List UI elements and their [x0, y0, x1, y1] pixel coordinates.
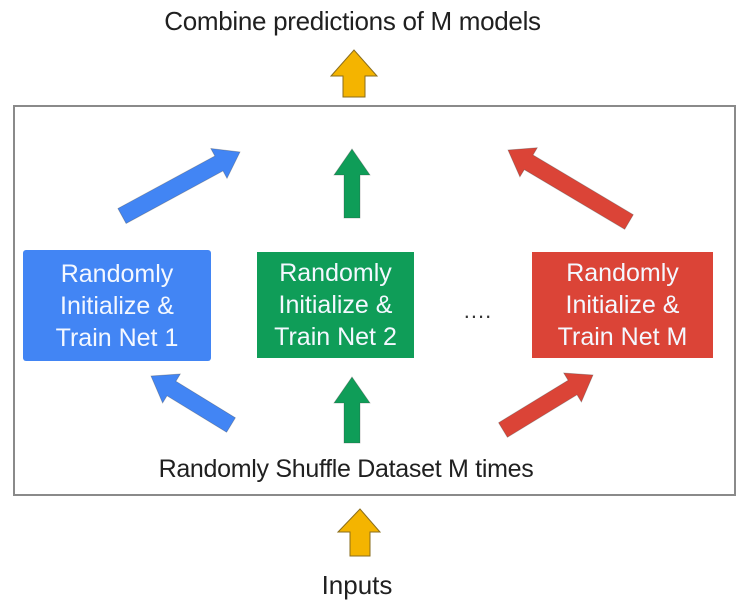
inputs-label: Inputs [321, 570, 393, 600]
ellipsis: .... [463, 298, 493, 323]
net-box-2-line-1: Randomly [279, 259, 392, 287]
net-box-m-line-1: Randomly [566, 259, 679, 287]
output-arrow-icon [329, 49, 379, 98]
net-box-2-line-2: Initialize & [278, 291, 393, 319]
net-box-2-line-3: Train Net 2 [274, 323, 397, 351]
net-box-m: Randomly Initialize & Train Net M [532, 252, 713, 358]
net-box-1-line-2: Initialize & [60, 291, 174, 320]
ensemble-container [13, 105, 736, 496]
net-box-1-line-1: Randomly [60, 259, 174, 288]
shuffle-label: Randomly Shuffle Dataset M times [158, 455, 534, 483]
net-box-m-line-3: Train Net M [557, 323, 688, 351]
diagram-title: Combine predictions of M models [164, 6, 541, 36]
net-box-1: Randomly Initialize & Train Net 1 [23, 250, 211, 361]
net-box-2: Randomly Initialize & Train Net 2 [257, 252, 414, 358]
net-box-1-line-3: Train Net 1 [55, 323, 179, 352]
input-arrow-icon [336, 508, 382, 557]
net-box-m-line-2: Initialize & [565, 291, 680, 319]
